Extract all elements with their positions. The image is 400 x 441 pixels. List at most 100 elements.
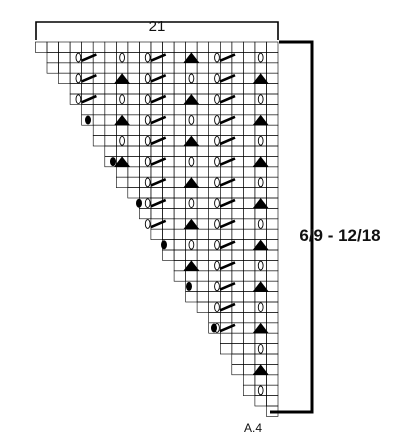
triangle-decrease-symbol: [252, 198, 269, 209]
grid-cell: [243, 156, 256, 168]
grid-cell: [196, 208, 210, 220]
grid-cell: [254, 145, 267, 157]
yarn-over-symbol: [214, 219, 220, 229]
grid-cell: [243, 135, 256, 147]
grid-cell: [173, 239, 187, 251]
grid-cell: [220, 187, 233, 199]
grid-cell: [196, 301, 210, 313]
triangle-decrease-symbol: [252, 73, 269, 84]
grid-cell: [104, 135, 117, 147]
width-bracket: [35, 21, 279, 40]
grid-cell: [46, 41, 59, 53]
grid-cell: [266, 301, 279, 313]
grid-cell: [243, 270, 256, 282]
grid-cell: [173, 166, 187, 178]
grid-cell: [185, 62, 198, 74]
grid-cell: [243, 124, 256, 136]
grid-cell: [254, 312, 267, 324]
grid-cell: [266, 218, 279, 230]
grid-cell: [231, 332, 244, 344]
grid-cell: [196, 104, 210, 116]
grid-cell: [231, 124, 244, 136]
grid-cell: [254, 62, 267, 74]
triangle-decrease-symbol: [252, 239, 269, 250]
grid-cell: [127, 187, 140, 199]
bobble-symbol: [85, 115, 91, 125]
grid-cell: [220, 41, 233, 53]
height-bracket: [270, 40, 314, 414]
grid-cell: [266, 228, 279, 240]
grid-cell: [69, 83, 82, 95]
grid-cell: [162, 104, 175, 116]
grid-cell: [208, 104, 221, 116]
grid-cell: [150, 41, 163, 53]
grid-cell: [266, 280, 279, 292]
grid-cell: [243, 93, 256, 105]
slash-decrease-symbol: [80, 94, 97, 104]
grid-cell: [243, 228, 256, 240]
grid-cell: [266, 260, 279, 272]
grid-cell: [196, 280, 210, 292]
grid-cell: [196, 135, 210, 147]
grid-cell: [231, 166, 244, 178]
grid-cell: [127, 41, 140, 53]
grid-cell: [231, 145, 244, 157]
grid-cell: [220, 208, 233, 220]
yarn-over-symbol: [75, 94, 82, 105]
yarn-over-symbol: [257, 219, 264, 229]
grid-cell: [162, 228, 175, 240]
slash-decrease-symbol: [150, 94, 167, 104]
grid-cell: [58, 72, 71, 84]
grid-cell: [92, 135, 106, 147]
grid-cell: [231, 187, 244, 199]
grid-cell: [173, 41, 187, 53]
grid-cell: [266, 208, 279, 220]
grid-cell: [196, 83, 210, 95]
grid-cell: [92, 41, 106, 53]
grid-cell: [81, 104, 94, 116]
grid-cell: [173, 62, 187, 74]
grid-cell: [243, 104, 256, 116]
grid-cell: [173, 208, 187, 220]
grid-cell: [231, 208, 244, 220]
grid-cell: [173, 249, 187, 261]
grid-cell: [208, 62, 221, 74]
grid-cell: [46, 52, 59, 64]
grid-cell: [196, 218, 210, 230]
grid-cell: [254, 83, 267, 95]
yarn-over-symbol: [214, 239, 220, 250]
grid-cell: [127, 145, 140, 157]
grid-cell: [220, 145, 233, 157]
grid-cell: [127, 135, 140, 147]
bobble-symbol: [211, 323, 217, 333]
grid-cell: [220, 270, 233, 282]
triangle-decrease-symbol: [114, 114, 131, 126]
grid-cell: [173, 228, 187, 240]
grid-cell: [243, 291, 256, 303]
yarn-over-symbol: [119, 52, 125, 63]
grid-cell: [266, 93, 279, 105]
grid-cell: [127, 83, 140, 95]
grid-cell: [254, 124, 267, 136]
grid-cell: [266, 72, 279, 84]
grid-cell: [220, 291, 233, 303]
grid-cell: [104, 62, 117, 74]
grid-cell: [254, 332, 267, 344]
grid-cell: [208, 249, 221, 261]
grid-cell: [150, 124, 163, 136]
grid-cell: [104, 114, 117, 126]
grid-cell: [116, 176, 129, 188]
grid-cell: [162, 83, 175, 95]
grid-cell: [243, 301, 256, 313]
grid-cell: [104, 72, 117, 84]
grid-cell: [116, 41, 129, 53]
grid-cell: [231, 364, 244, 376]
grid-cell: [185, 104, 198, 116]
size-label: 6/9 - 12/18: [299, 226, 380, 245]
grid-cell: [243, 166, 256, 178]
grid-cell: [243, 239, 256, 251]
yarn-over-symbol: [257, 177, 264, 188]
grid-cell: [266, 291, 279, 303]
grid-cell: [243, 260, 256, 272]
